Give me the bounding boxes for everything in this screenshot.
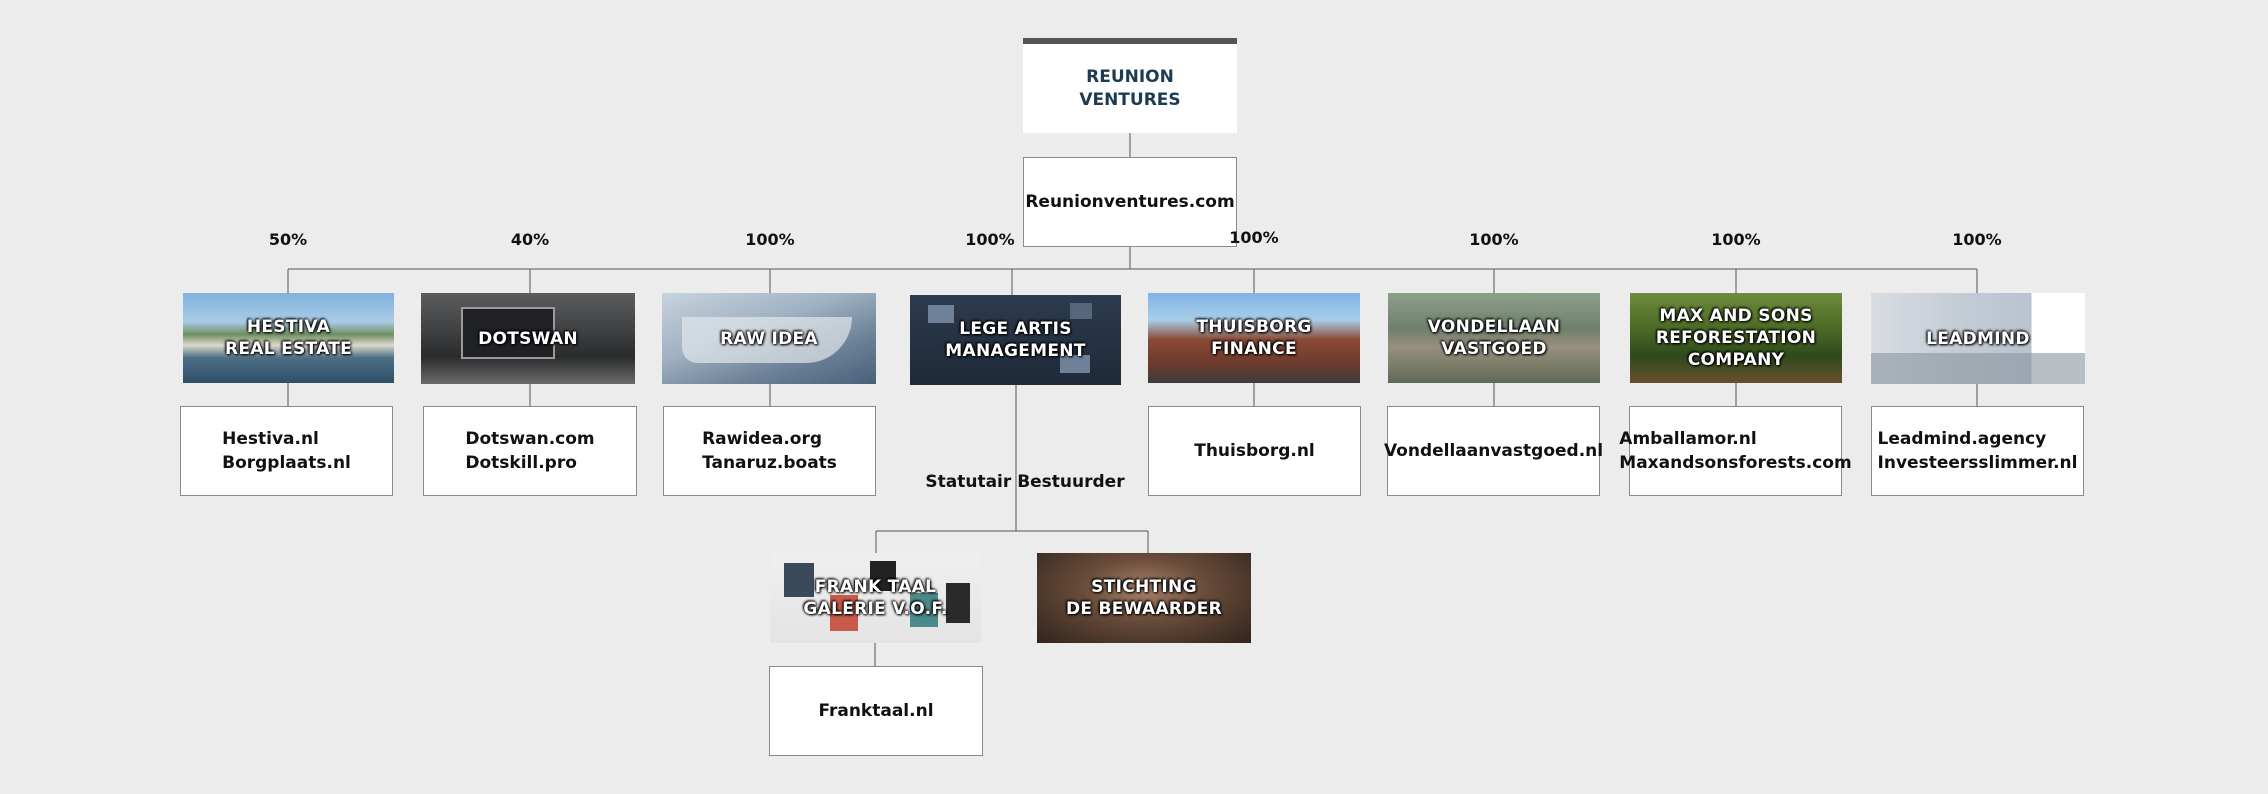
website-box-leadmind: Leadmind.agency Investeersslimmer.nl xyxy=(1871,406,2084,496)
monitor-shape xyxy=(461,307,555,359)
company-name-line: THUISBORG xyxy=(1196,317,1312,337)
website-link[interactable]: Borgplaats.nl xyxy=(222,453,351,473)
website-link[interactable]: Amballamor.nl xyxy=(1619,429,1757,449)
company-card-legeartis: LEGE ARTIS MANAGEMENT xyxy=(910,295,1121,385)
company-name-line: LEGE ARTIS xyxy=(959,319,1072,339)
ownership-pct-legeartis: 100% xyxy=(965,230,1015,249)
tile-shape xyxy=(1070,303,1092,319)
website-box-rawidea: Rawidea.org Tanaruz.boats xyxy=(663,406,876,496)
company-card-vondellaan: VONDELLAAN VASTGOED xyxy=(1388,293,1600,383)
subsidiary-name-line: DE BEWAARDER xyxy=(1065,599,1223,619)
company-name-line: VONDELLAAN xyxy=(1427,317,1561,337)
company-name-line: MANAGEMENT xyxy=(945,341,1086,361)
artwork-shape xyxy=(830,595,858,631)
company-name-line: FINANCE xyxy=(1211,339,1297,359)
root-title-line: REUNION xyxy=(1086,66,1174,87)
subsidiary-card-franktaal: FRANK TAAL GALERIE V.O.F. xyxy=(770,553,981,643)
root-company-card: REUNION VENTURES xyxy=(1023,38,1237,133)
website-box-dotswan: Dotswan.com Dotskill.pro xyxy=(423,406,637,496)
artwork-shape xyxy=(870,561,896,591)
website-link[interactable]: Maxandsonsforests.com xyxy=(1619,453,1852,473)
tile-shape xyxy=(928,305,954,323)
ownership-pct-rawidea: 100% xyxy=(745,230,795,249)
company-name-line: COMPANY xyxy=(1687,350,1785,370)
ownership-pct-hestiva: 50% xyxy=(268,230,308,249)
website-box-franktaal: Franktaal.nl xyxy=(769,666,983,756)
tile-shape xyxy=(1060,355,1090,373)
ownership-pct-maxandsons: 100% xyxy=(1711,230,1761,249)
desk-shape xyxy=(1871,353,2085,384)
subsidiary-role-label: Statutair Bestuurder xyxy=(925,472,1125,492)
website-box-hestiva: Hestiva.nl Borgplaats.nl xyxy=(180,406,393,496)
website-link[interactable]: Hestiva.nl xyxy=(222,429,319,449)
website-link[interactable]: Franktaal.nl xyxy=(818,701,934,721)
ownership-pct-leadmind: 100% xyxy=(1952,230,2002,249)
website-box-thuisborg: Thuisborg.nl xyxy=(1148,406,1361,496)
company-name-line: RAW IDEA xyxy=(720,328,818,349)
company-name-line: HESTIVA xyxy=(246,317,331,337)
company-name-line: LEADMIND xyxy=(1926,328,2030,349)
artwork-shape xyxy=(910,593,938,627)
company-name-line: REFORESTATION xyxy=(1655,328,1817,348)
company-name-line: REAL ESTATE xyxy=(224,339,353,359)
company-card-rawidea: RAW IDEA xyxy=(662,293,876,384)
company-name-line: MAX AND SONS xyxy=(1659,306,1813,326)
subsidiary-name-line: STICHTING xyxy=(1091,577,1197,597)
artwork-shape xyxy=(784,563,814,597)
website-link[interactable]: Vondellaanvastgoed.nl xyxy=(1383,441,1604,461)
company-card-thuisborg: THUISBORG FINANCE xyxy=(1148,293,1360,383)
company-name-line: VASTGOED xyxy=(1441,339,1547,359)
website-link[interactable]: Dotskill.pro xyxy=(465,453,577,473)
artwork-shape xyxy=(946,583,970,623)
website-box-maxandsons: Amballamor.nl Maxandsonsforests.com xyxy=(1619,406,1852,496)
website-link[interactable]: Leadmind.agency xyxy=(1877,429,2047,449)
website-link[interactable]: Dotswan.com xyxy=(465,429,595,449)
root-website-box: Reunionventures.com xyxy=(1023,157,1237,247)
root-website: Reunionventures.com xyxy=(1025,192,1235,212)
company-card-hestiva: HESTIVA REAL ESTATE xyxy=(183,293,394,383)
ownership-pct-thuisborg: 100% xyxy=(1229,228,1279,247)
company-card-dotswan: DOTSWAN xyxy=(421,293,635,384)
website-link[interactable]: Tanaruz.boats xyxy=(702,453,837,473)
website-box-vondellaan: Vondellaanvastgoed.nl xyxy=(1383,406,1604,496)
ownership-pct-dotswan: 40% xyxy=(510,230,550,249)
website-link[interactable]: Thuisborg.nl xyxy=(1194,441,1315,461)
boat-hull-shape xyxy=(682,317,852,363)
company-name-line: DOTSWAN xyxy=(478,328,578,349)
subsidiary-name-line: GALERIE V.O.F. xyxy=(803,599,948,619)
subsidiary-card-stichting: STICHTING DE BEWAARDER xyxy=(1037,553,1251,643)
website-link[interactable]: Rawidea.org xyxy=(702,429,823,449)
website-link[interactable]: Investeersslimmer.nl xyxy=(1877,453,2078,473)
company-card-maxandsons: MAX AND SONS REFORESTATION COMPANY xyxy=(1630,293,1842,383)
ownership-pct-vondellaan: 100% xyxy=(1469,230,1519,249)
company-card-leadmind: LEADMIND xyxy=(1871,293,2085,384)
root-title-line: VENTURES xyxy=(1079,89,1181,110)
subsidiary-name-line: FRANK TAAL xyxy=(814,577,937,597)
